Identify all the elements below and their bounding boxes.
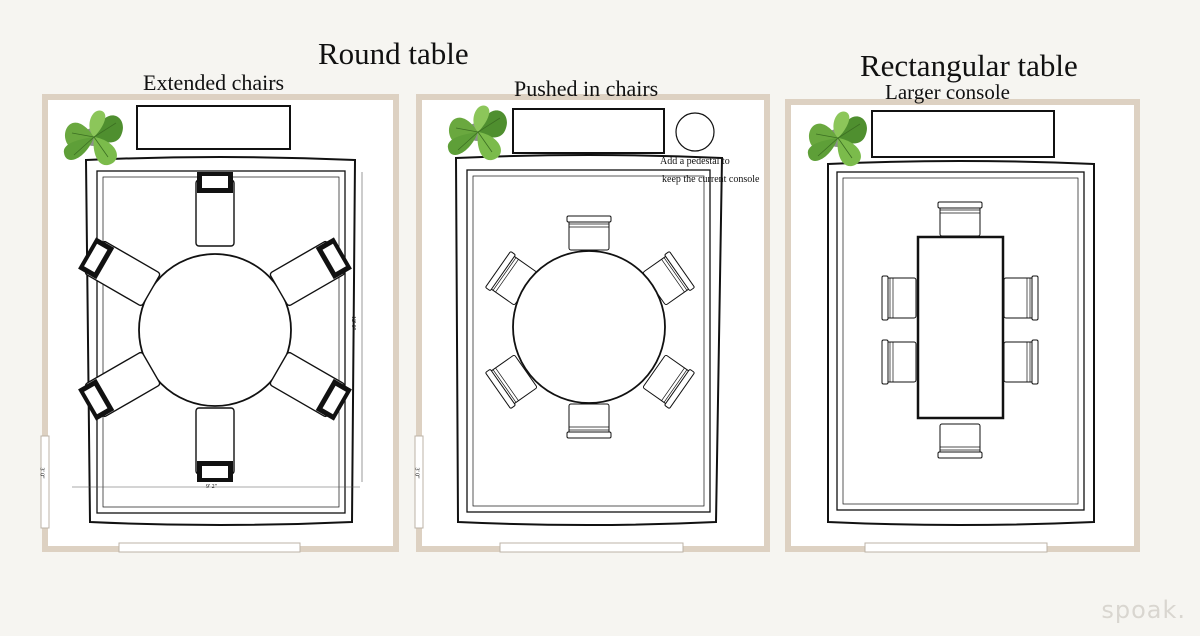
round-table bbox=[138, 253, 292, 407]
chair-right-2 bbox=[1003, 339, 1039, 385]
subtitle-pushed-in-chairs: Pushed in chairs bbox=[514, 76, 659, 101]
dimension-rug-width: 9' 2" bbox=[206, 484, 218, 490]
rug-inner bbox=[836, 171, 1085, 511]
console bbox=[136, 105, 291, 150]
chair-bottom bbox=[195, 407, 235, 483]
chair-right-1 bbox=[1003, 275, 1039, 321]
subtitle-extended-chairs: Extended chairs bbox=[143, 70, 285, 95]
chair-head-bottom bbox=[937, 423, 983, 459]
panel-rectangular bbox=[785, 99, 1140, 553]
dimension-left-wall: 3' 0" bbox=[38, 467, 45, 479]
subtitle-larger-console: Larger console bbox=[885, 80, 1010, 104]
door-left bbox=[40, 435, 50, 529]
chair-head-top bbox=[937, 201, 983, 237]
console bbox=[871, 110, 1055, 158]
round-pedestal-icon bbox=[675, 112, 715, 152]
pedestal-note-line-1: Add a pedestal to bbox=[660, 156, 730, 167]
rectangular-table bbox=[916, 235, 1005, 420]
chair-bottom bbox=[566, 403, 612, 439]
panel-round-pushed bbox=[414, 94, 770, 553]
rug-inner-line bbox=[472, 175, 705, 507]
title-round-table: Round table bbox=[318, 36, 469, 71]
console bbox=[512, 108, 665, 154]
door-left bbox=[414, 435, 424, 529]
rug-inner bbox=[466, 169, 711, 513]
rug-inner bbox=[96, 170, 346, 514]
round-table bbox=[512, 250, 666, 404]
chair-left-2 bbox=[881, 339, 917, 385]
chair-left-1 bbox=[881, 275, 917, 321]
panel-round-extended bbox=[40, 94, 399, 553]
rug-inner-line bbox=[842, 177, 1079, 505]
pedestal-note-line-2: keep the current console bbox=[662, 174, 760, 185]
chair-top bbox=[195, 171, 235, 247]
dimension-left-wall-2: 3' 0" bbox=[413, 467, 420, 479]
window bbox=[118, 542, 301, 553]
brand-watermark: spoak. bbox=[1101, 596, 1186, 624]
title-rectangular-table: Rectangular table bbox=[860, 48, 1078, 83]
chair-top bbox=[566, 215, 612, 251]
window bbox=[864, 542, 1048, 553]
window bbox=[499, 542, 684, 553]
dimension-rug-length: 12' 0" bbox=[350, 315, 357, 331]
